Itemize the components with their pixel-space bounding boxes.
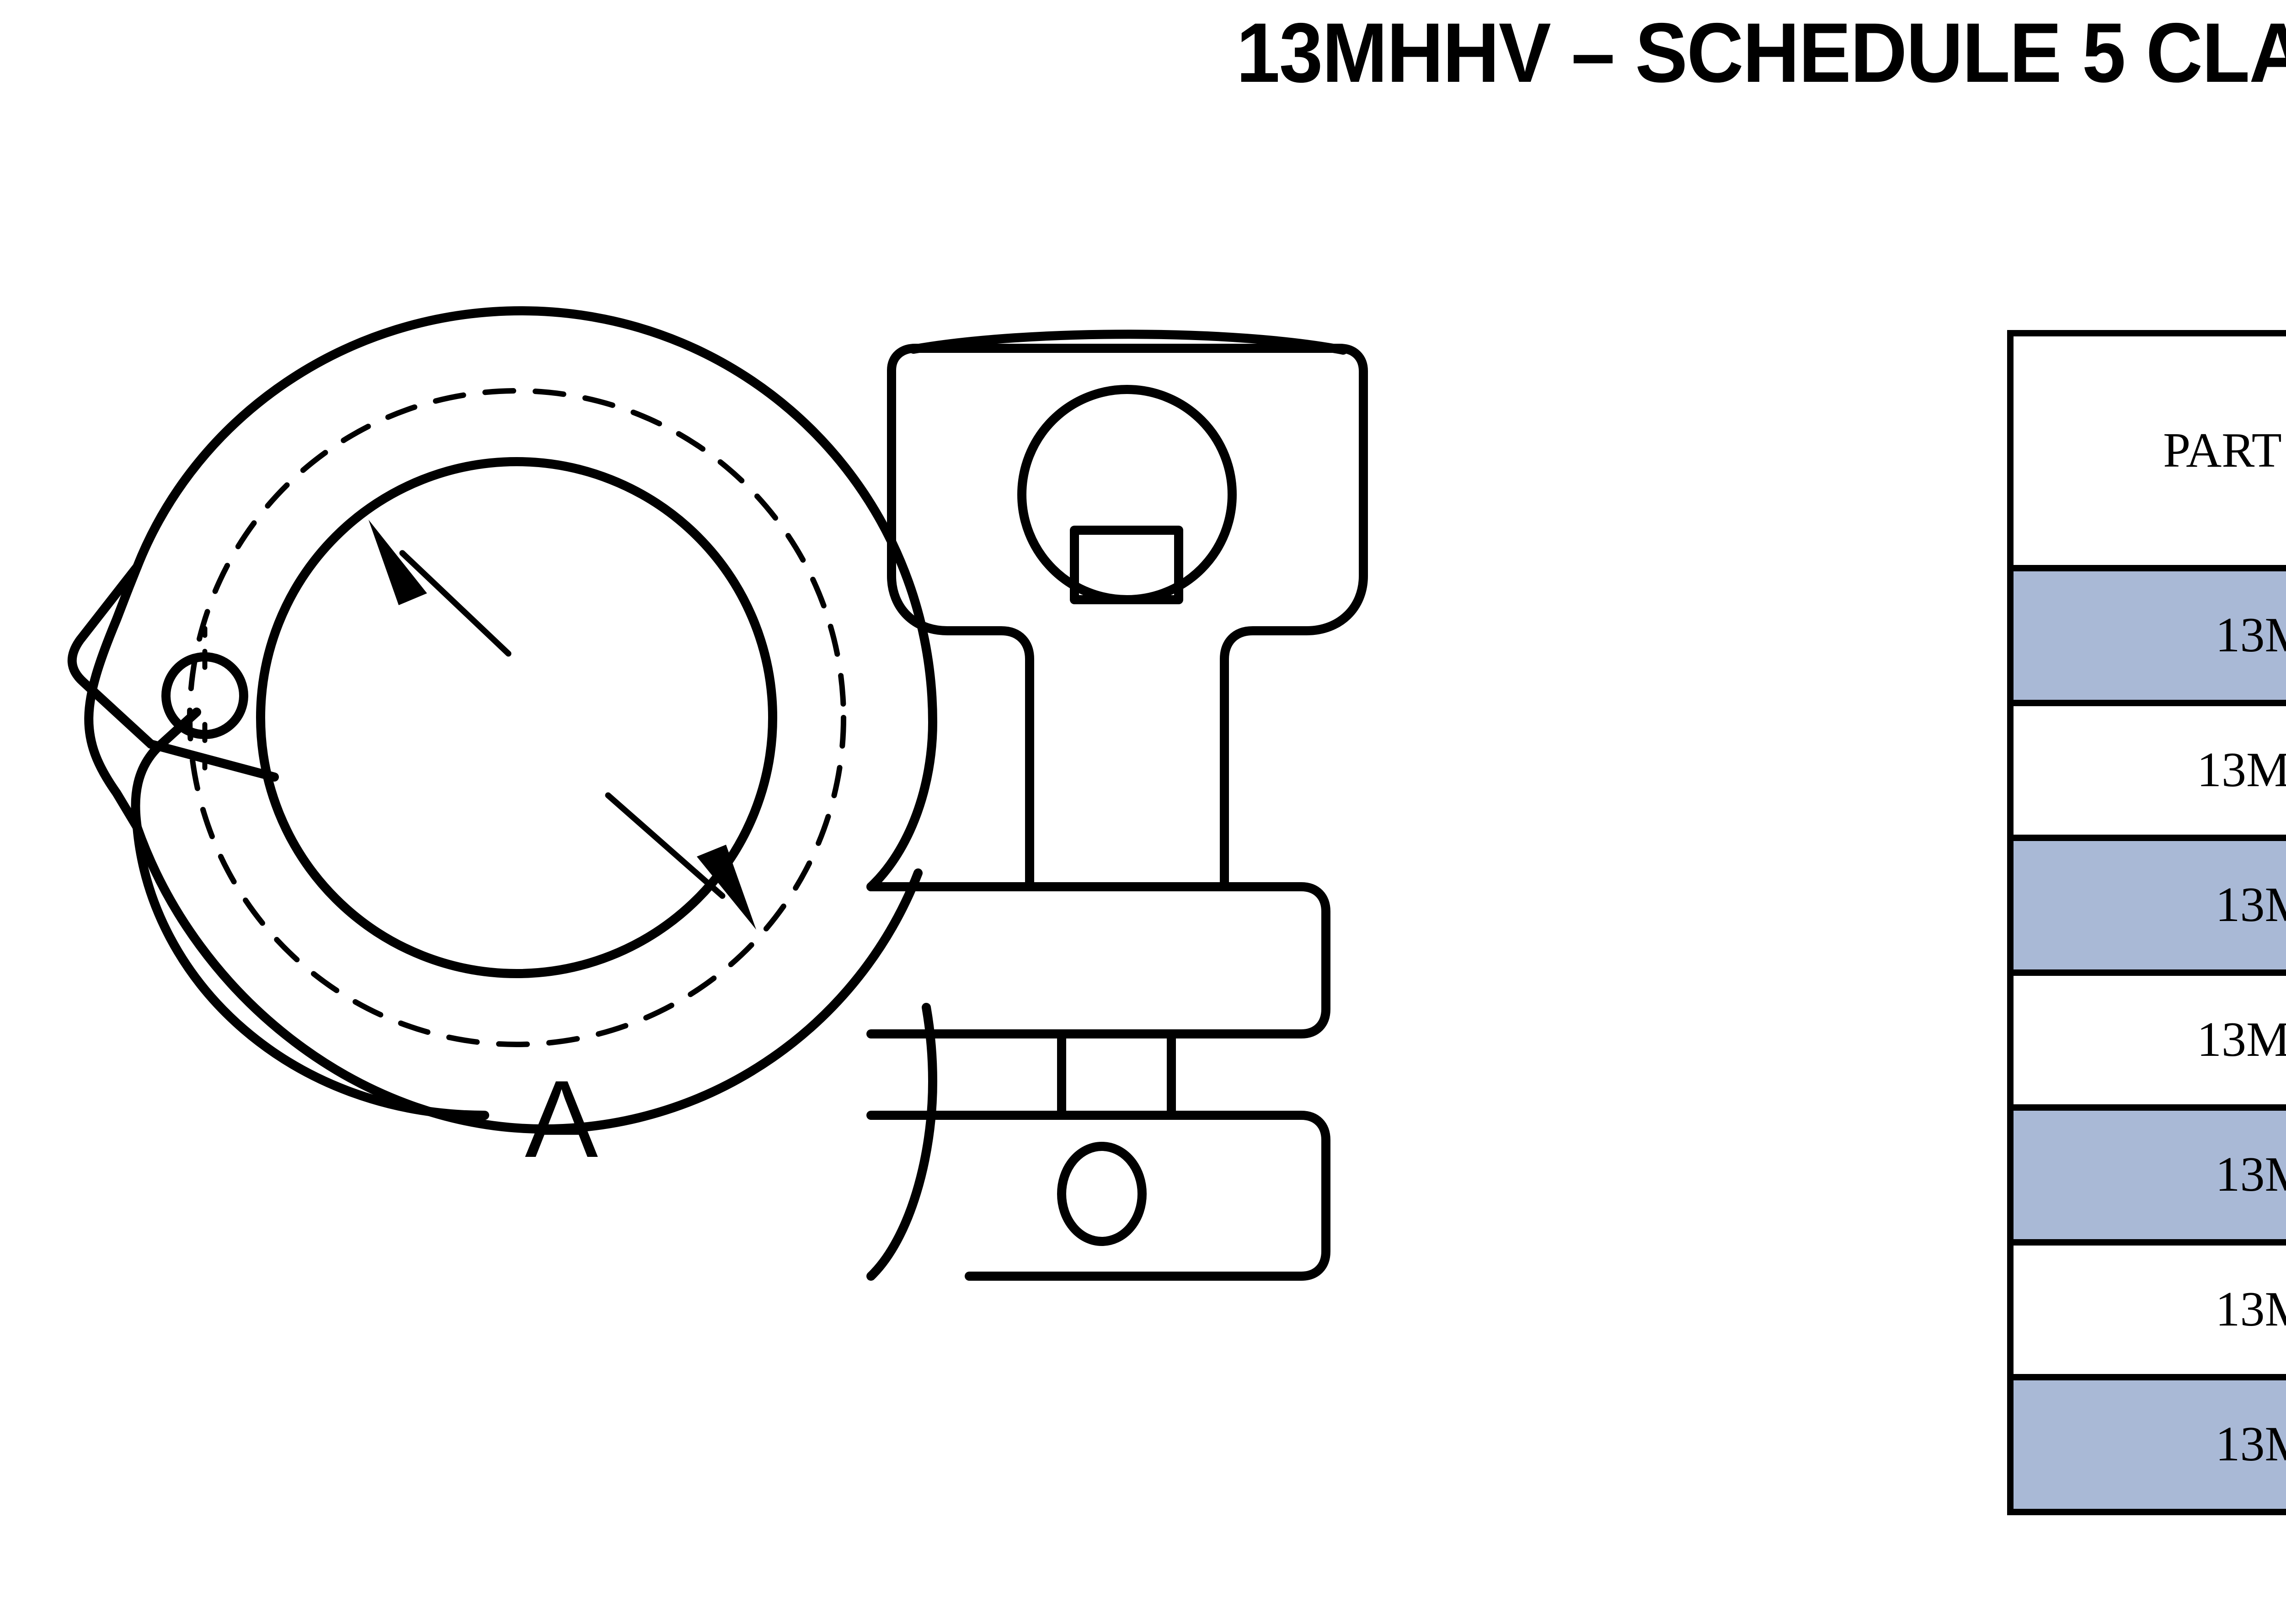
page-title: 13MHHV – SCHEDULE 5 CLAMP	[1236, 6, 2286, 100]
dimension-label-a: A	[525, 1058, 598, 1180]
arrowhead-lower	[697, 845, 756, 930]
clamp-technical-drawing: A	[0, 174, 1463, 1591]
col-header-part-number-line1: PART NUMBER	[2163, 423, 2286, 478]
table-body: 13MHHV-1 1 2.122 13MHHV-1.5 1-1/2 2.654 …	[2007, 565, 2286, 1515]
table-row: 13MHHV-3 3 4.263	[2007, 1104, 2286, 1246]
clamp-band	[84, 306, 937, 1281]
dimension-arrow-lower	[605, 792, 726, 899]
table-row: 13MHHV-2.5 2-1/2 3.717	[2007, 969, 2286, 1111]
table-header: PART NUMBER SIZE (inches) A (inches)	[2007, 330, 2286, 571]
spec-table: PART NUMBER SIZE (inches) A (inches) 13M…	[2007, 330, 2286, 1515]
table-row: 13MHHV-1 1 2.122	[2007, 565, 2286, 706]
arrowhead-upper	[369, 520, 427, 605]
wing-nut-square	[1070, 526, 1183, 604]
table-row: 13MHHV-1.5 1-1/2 2.654	[2007, 700, 2286, 841]
cell-part-number: 13MHHV-4	[2007, 1239, 2286, 1380]
cell-part-number: 13MHHV-3	[2007, 1104, 2286, 1246]
table-row: 13MHHV-6 6 7.333	[2007, 1374, 2286, 1515]
table-header-row: PART NUMBER SIZE (inches) A (inches)	[2007, 330, 2286, 571]
spec-table-container: PART NUMBER SIZE (inches) A (inches) 13M…	[2007, 330, 2286, 1515]
wing-nut-circle	[1017, 385, 1237, 604]
cell-part-number: 13MHHV-1	[2007, 565, 2286, 706]
cell-part-number: 13MHHV-6	[2007, 1374, 2286, 1515]
bolt-hole	[1057, 1142, 1147, 1246]
lower-lug	[866, 1111, 1330, 1281]
cell-part-number: 13MHHV-2.5	[2007, 969, 2286, 1111]
table-row: 13MHHV-4 4 5.263	[2007, 1239, 2286, 1380]
clamp-inner-bore	[256, 457, 777, 978]
cell-part-number: 13MHHV-2	[2007, 835, 2286, 976]
gasket-centerline	[187, 388, 846, 1047]
clamp-drawing-svg	[67, 306, 1368, 1281]
bolt-shank	[1057, 1029, 1176, 1120]
cell-part-number: 13MHHV-1.5	[2007, 700, 2286, 841]
wing-nut-handle	[887, 330, 1368, 891]
table-row: 13MHHV-2 2 3.185	[2007, 835, 2286, 976]
hinge-ear	[67, 562, 279, 832]
dimension-arrow-upper	[399, 550, 512, 657]
col-header-part-number: PART NUMBER	[2007, 330, 2286, 571]
upper-lug	[866, 882, 1330, 1038]
